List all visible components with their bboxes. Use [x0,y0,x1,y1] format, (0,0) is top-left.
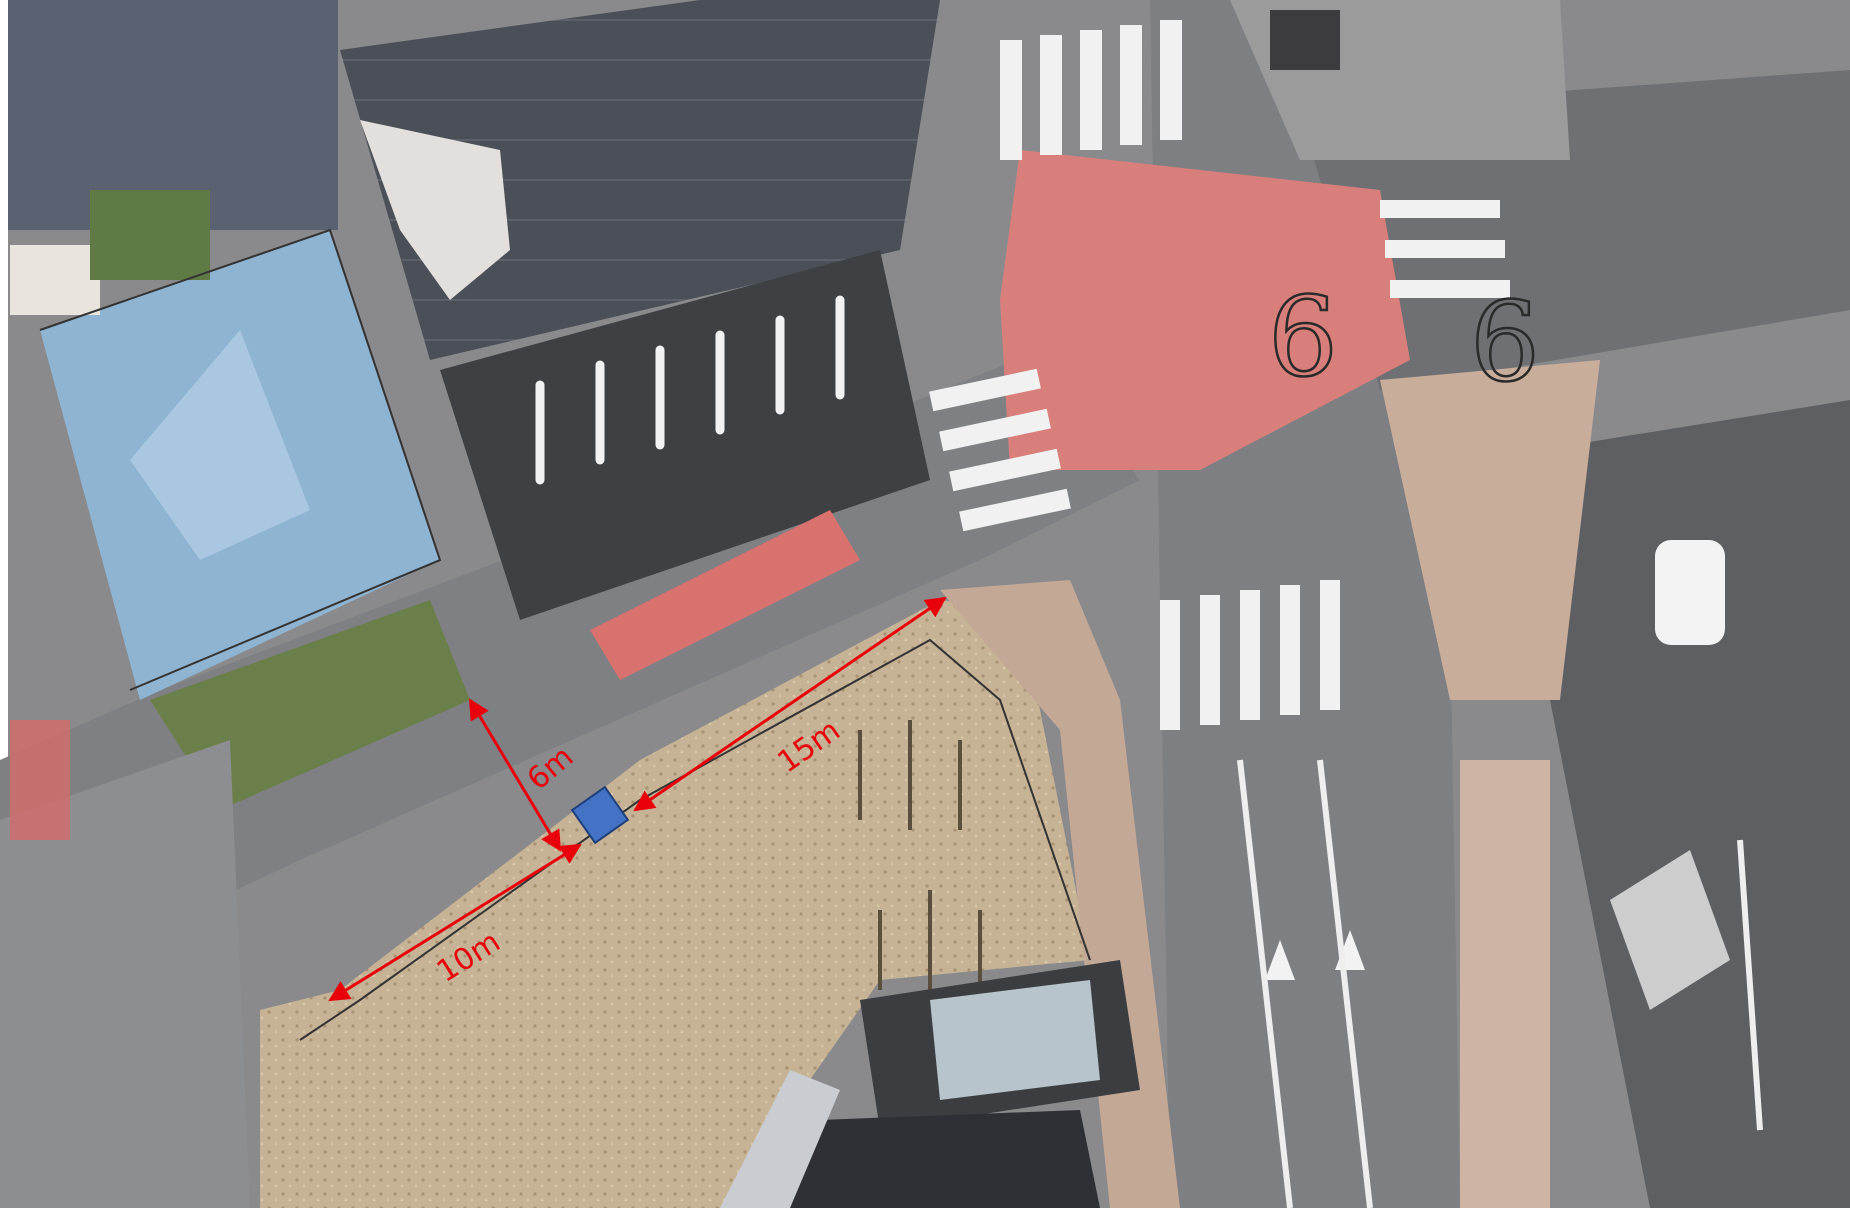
arrow-10m [328,843,582,1002]
white-car [1655,540,1725,645]
building-blue-roof-ridge [130,330,310,560]
location-marker [570,785,630,845]
parking-stripes [535,295,845,485]
building-bottom-light [720,1070,840,1208]
lane-lines [1237,759,1763,1208]
greenery-1 [90,190,210,280]
large-dark-roof-building [340,0,940,360]
crosswalk-south [1160,580,1340,730]
building-bottom-dark [790,1110,1100,1208]
image-border-left [0,0,8,1208]
arrow-15m [633,596,947,812]
hatched-zone [1610,850,1730,1010]
parking-lot [440,250,930,620]
building-outline [39,228,442,691]
road-marking-box [10,720,70,840]
arrow-6m [468,698,562,852]
right-parking-lot [1540,400,1850,1208]
diagonal-road [0,350,1140,1000]
crosswalk-west [929,368,1071,532]
left-road [0,740,250,1208]
crosswalk-north [1000,20,1182,160]
handwritten-six-2: 6 [1470,278,1540,406]
booth [1270,10,1340,70]
skylight-roof [930,980,1100,1100]
crosswalk-east [1380,200,1510,298]
roof-white-panel [360,120,510,300]
sidewalk-right [1380,360,1600,700]
intersection-red-pavement [1000,150,1410,470]
handwritten-six-1: 6 [1268,273,1338,401]
sidewalk-bottom-right [1460,760,1550,1208]
small-white-building [10,245,100,315]
